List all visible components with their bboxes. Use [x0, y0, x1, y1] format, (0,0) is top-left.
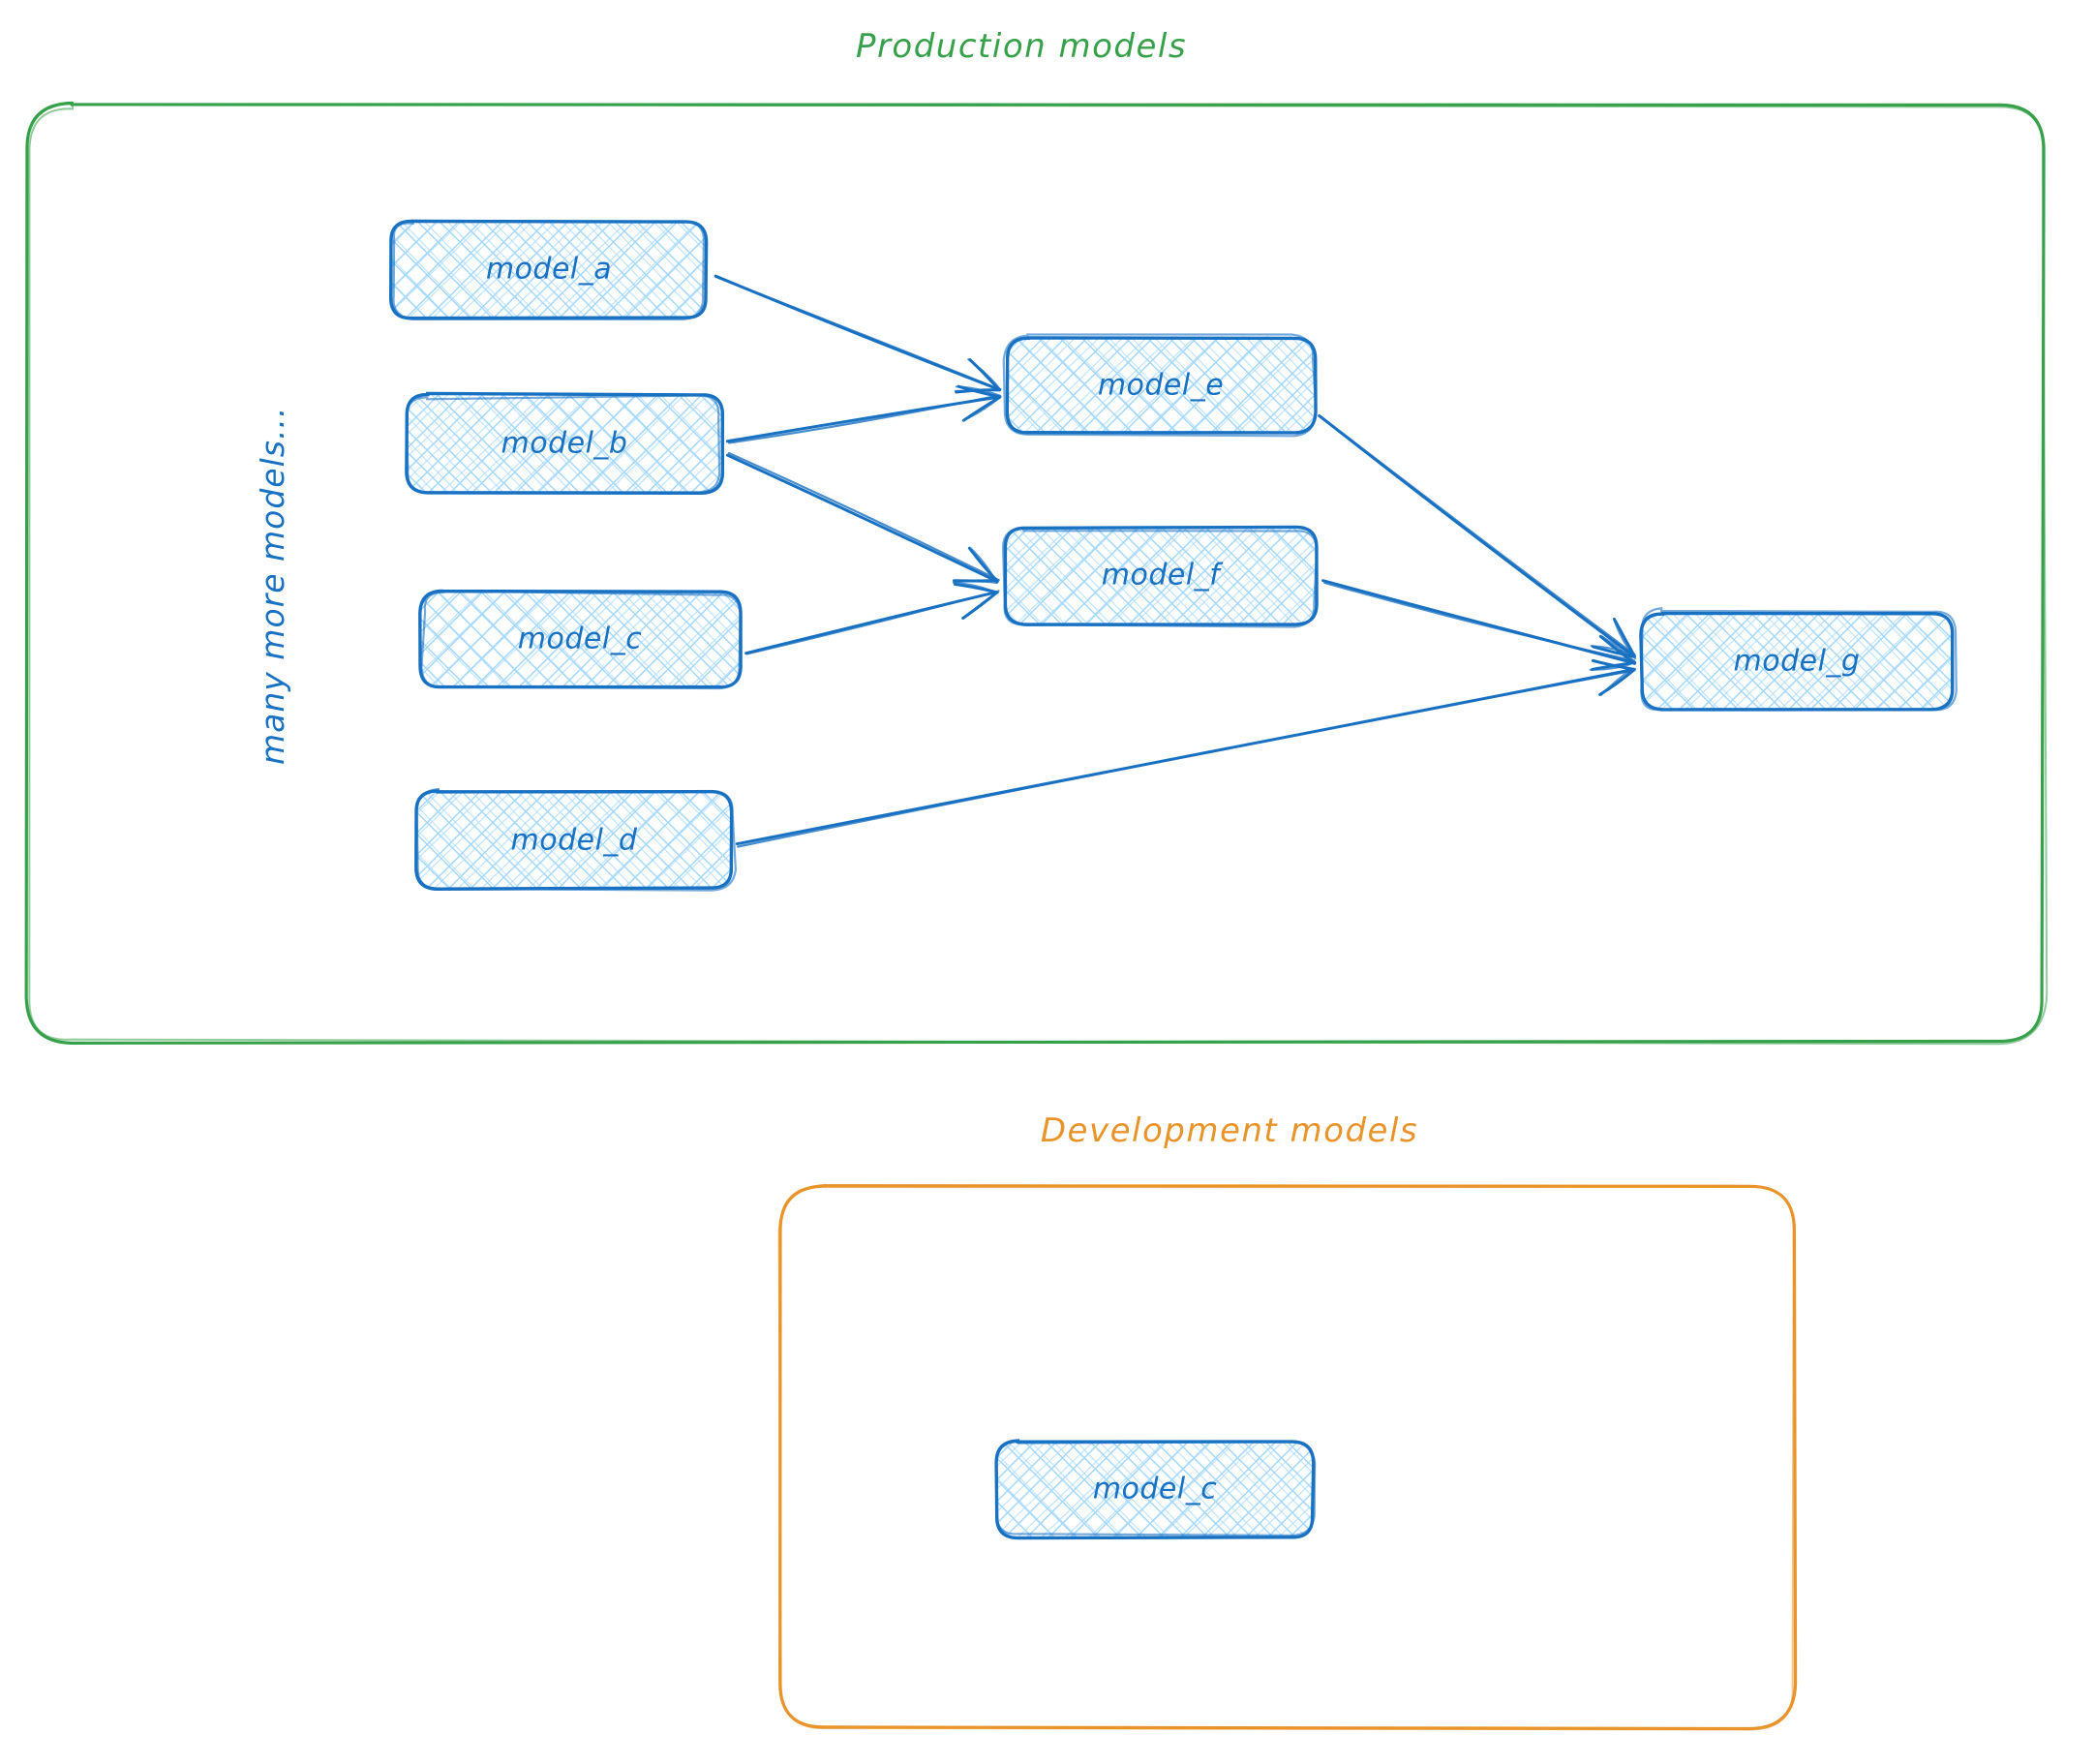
node-model_c_prod[interactable] — [418, 589, 743, 690]
group-title-production: Production models — [855, 27, 1188, 66]
edge-model_a-to-model_e — [714, 274, 1002, 394]
node-model_g[interactable] — [1639, 607, 1958, 712]
node-model_d[interactable] — [414, 787, 738, 892]
edge-model_c_prod-to-model_f — [744, 581, 1000, 655]
edge-model_b-to-model_e — [725, 384, 1002, 444]
edge-model_b-to-model_f — [725, 451, 1000, 585]
node-model_b[interactable] — [405, 391, 725, 496]
edge-model_f-to-model_g — [1321, 579, 1637, 671]
many-more-models-note: many more models... — [254, 406, 291, 765]
group-container-development — [777, 1183, 1798, 1731]
edge-model_d-to-model_g — [735, 658, 1636, 848]
node-model_e[interactable] — [1002, 333, 1318, 438]
edges — [714, 274, 1637, 848]
edge-model_e-to-model_g — [1318, 413, 1637, 660]
group-containers — [24, 101, 2049, 1731]
nodes — [389, 219, 1958, 1540]
node-model_a[interactable] — [389, 219, 709, 321]
group-title-development: Development models — [1040, 1111, 1419, 1150]
node-model_c_dev[interactable] — [994, 1439, 1317, 1540]
node-model_f[interactable] — [1001, 525, 1319, 628]
group-container-production — [24, 101, 2049, 1046]
